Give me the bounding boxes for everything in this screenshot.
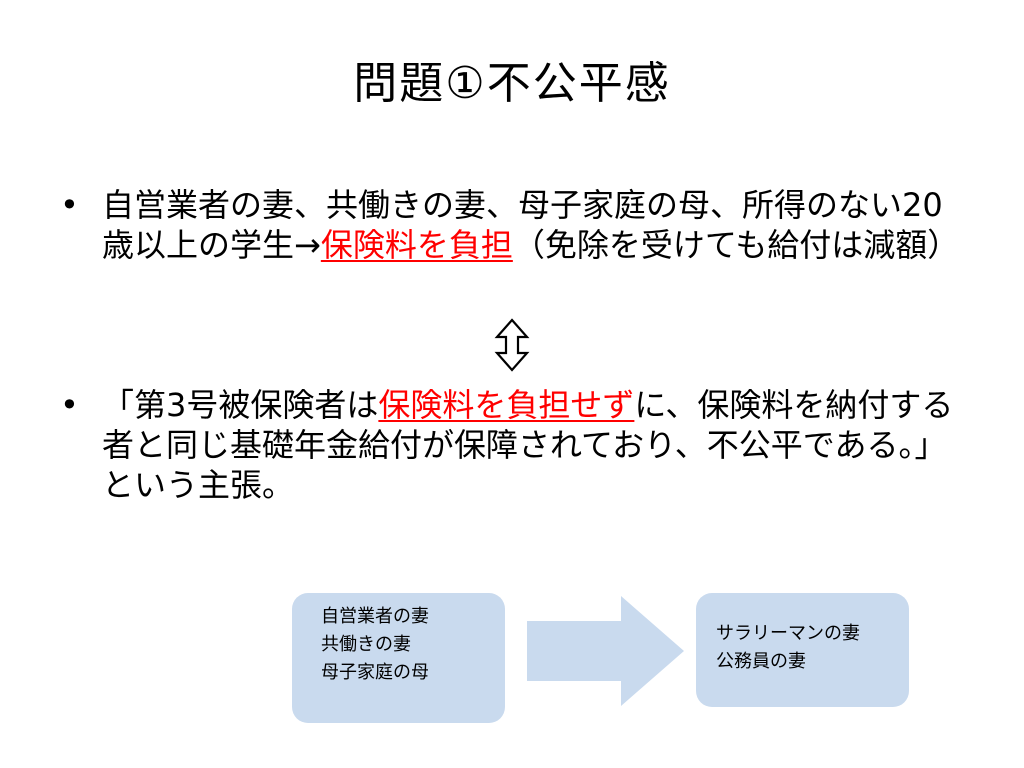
source-group-line: 共働きの妻 (321, 634, 411, 655)
bullet-marker: • (60, 186, 79, 224)
bullet-text-2: 「第3号被保険者は保険料を負担せずに、保険料を納付する者と同じ基礎年金給付が保障… (102, 385, 960, 505)
source-group-line: 母子家庭の母 (321, 662, 429, 683)
bullet-2-text-before: 「第3号被保険者は (102, 386, 379, 424)
bullet-1-text-before: 自営業者の妻、共働きの妻、母子家庭の母、所得のない20歳以上の学生→ (102, 186, 943, 264)
bullet-1-text-after: （免除を受けても給付は減額） (512, 226, 960, 264)
bullet-text-1: 自営業者の妻、共働きの妻、母子家庭の母、所得のない20歳以上の学生→保険料を負担… (102, 185, 960, 265)
bullet-item-1: • 自営業者の妻、共働きの妻、母子家庭の母、所得のない20歳以上の学生→保険料を… (60, 185, 960, 265)
right-arrow-icon (527, 596, 684, 706)
bullet-marker: • (60, 386, 79, 424)
bullet-2-highlight: 保険料を負担せず (378, 386, 635, 424)
source-group-box: 自営業者の妻 共働きの妻 母子家庭の母 (292, 593, 505, 723)
source-group-line: 自営業者の妻 (321, 606, 429, 627)
bullet-1-highlight: 保険料を負担 (320, 226, 513, 264)
slide-title: 問題①不公平感 (353, 58, 671, 109)
up-down-arrow-icon (494, 318, 530, 372)
target-group-line: 公務員の妻 (716, 651, 806, 672)
target-group-line: サラリーマンの妻 (716, 623, 860, 644)
bullet-2-text-after: に、保険料を納付する者と同じ基礎年金給付が保障されており、不公平である。」という… (102, 386, 954, 504)
bullet-item-2: • 「第3号被保険者は保険料を負担せずに、保険料を納付する者と同じ基礎年金給付が… (60, 385, 960, 505)
target-group-box: サラリーマンの妻 公務員の妻 (696, 593, 909, 707)
